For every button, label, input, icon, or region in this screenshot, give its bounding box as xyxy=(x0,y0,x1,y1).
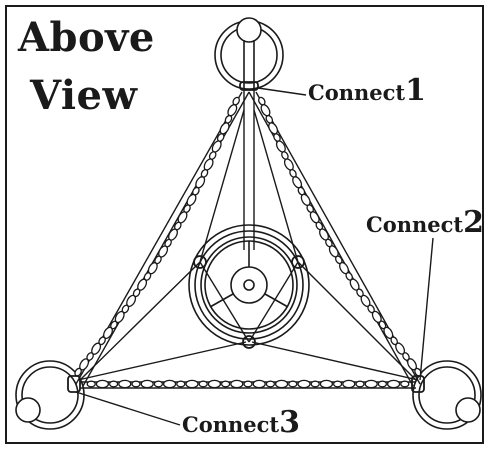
top-arm-ring xyxy=(214,17,284,90)
connect-1-word: Connect xyxy=(308,80,406,105)
connect-1-label: Connect1 xyxy=(308,76,426,106)
chain-bead xyxy=(220,380,231,388)
connect-3-number: 3 xyxy=(279,405,300,440)
right-arm-ring xyxy=(412,360,482,430)
chain-bead xyxy=(176,380,186,388)
connect-3-label: Connect3 xyxy=(182,408,300,438)
chain-bead xyxy=(288,380,298,388)
bead-chains xyxy=(74,96,422,389)
chain-bead xyxy=(310,380,320,388)
connect-2-word: Connect xyxy=(366,212,464,237)
chain-bead xyxy=(153,380,164,388)
chain-bead xyxy=(297,379,311,389)
connect-2-label: Connect2 xyxy=(366,208,484,238)
chain-bead xyxy=(265,380,276,388)
title-view: View xyxy=(30,72,138,119)
chain-bead xyxy=(230,379,244,389)
chain-bead xyxy=(342,379,356,389)
diagram-frame xyxy=(5,5,484,444)
chain-bead xyxy=(386,379,401,389)
chain-bead xyxy=(140,379,154,389)
chain-bead xyxy=(131,380,141,388)
chain-bead xyxy=(364,379,378,389)
central-hub xyxy=(188,224,310,346)
left-arm-ring xyxy=(15,360,85,430)
chain-bead xyxy=(207,379,222,389)
chain-bead xyxy=(198,380,208,388)
chain-bead xyxy=(108,380,119,388)
chain-bead xyxy=(319,379,334,389)
chain-bead xyxy=(400,380,410,388)
connect-1-number: 1 xyxy=(405,73,426,108)
chain-bead xyxy=(274,379,289,389)
chain-bead xyxy=(377,380,388,388)
chain-bead xyxy=(185,379,199,389)
chain-bead xyxy=(252,379,266,389)
chain-bead xyxy=(355,380,365,388)
chain-bead xyxy=(243,380,253,388)
chain-bead xyxy=(118,379,132,389)
callout-leaders xyxy=(75,87,434,426)
frame-rods xyxy=(75,88,421,389)
chain-bead xyxy=(95,379,110,389)
connect-2-number: 2 xyxy=(463,205,484,240)
chain-bead xyxy=(162,379,177,389)
chain-bead xyxy=(332,380,343,388)
title-above: Above xyxy=(18,14,155,61)
connector-knots xyxy=(67,81,425,393)
connect-3-word: Connect xyxy=(182,412,280,437)
chain-bead xyxy=(86,380,96,388)
